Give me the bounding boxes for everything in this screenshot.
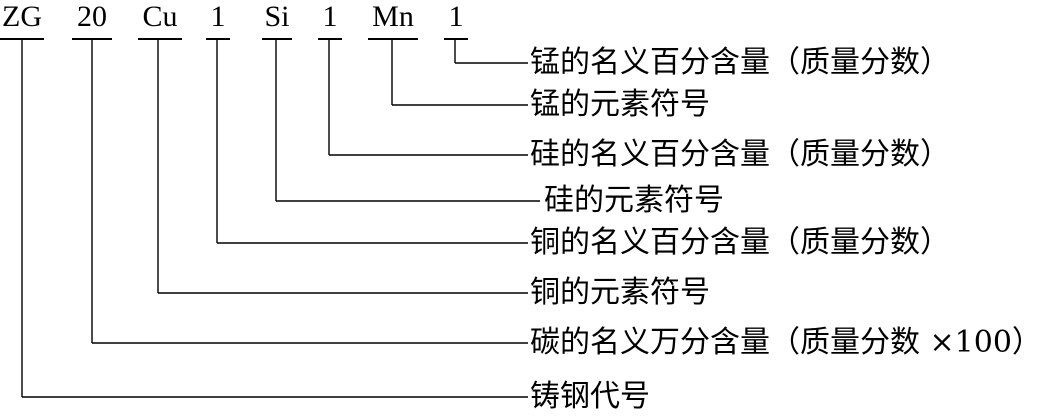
annotation-mn-content: 锰的名义百分含量（质量分数） [530, 45, 950, 80]
annotation-mn-symbol: 锰的元素符号 [530, 87, 710, 122]
underline-si-content [318, 38, 342, 40]
annotation-si-symbol: 硅的元素符号 [544, 183, 724, 218]
code-part-mn-content: 1 [448, 0, 464, 33]
code-part-mn: Mn [372, 0, 414, 33]
code-part-si: Si [264, 0, 290, 33]
underline-mn-content [444, 38, 468, 40]
underline-cu-content [206, 38, 230, 40]
annotation-cu-content: 铜的名义百分含量（质量分数） [530, 225, 950, 260]
underline-cu [138, 38, 182, 40]
underline-mn [368, 38, 418, 40]
underline-si [262, 38, 292, 40]
code-part-si-content: 1 [322, 0, 338, 33]
code-part-cu-content: 1 [210, 0, 226, 33]
code-part-cu: Cu [142, 0, 178, 33]
annotation-cu-symbol: 铜的元素符号 [530, 275, 710, 310]
annotation-carbon-content: 碳的名义万分含量（质量分数 ×100） [530, 325, 1042, 360]
annotation-si-content: 硅的名义百分含量（质量分数） [530, 137, 950, 172]
code-part-20: 20 [77, 0, 107, 33]
code-part-zg: ZG [2, 0, 42, 33]
annotation-cast-steel-code: 铸钢代号 [530, 379, 650, 414]
